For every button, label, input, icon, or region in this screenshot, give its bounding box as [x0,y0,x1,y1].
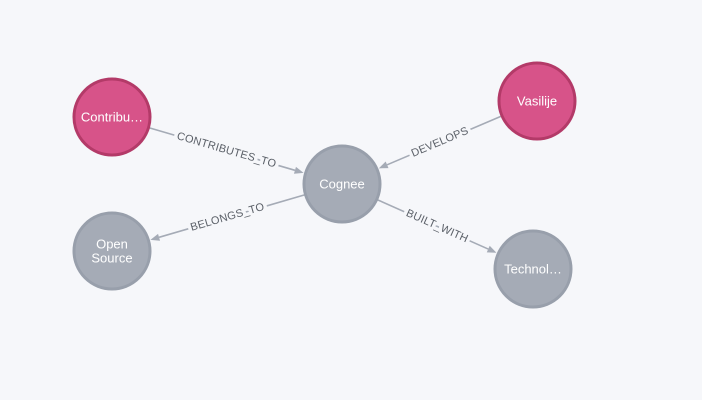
graph-node-contributors[interactable]: Contribu… [72,77,152,157]
edge-arrowhead-icon [150,233,161,241]
edge-line[interactable] [386,115,502,166]
graph-node-vasilije[interactable]: Vasilije [497,61,577,141]
node-circle-contributors[interactable] [72,77,152,157]
graph-node-technologies[interactable]: Technol… [493,229,573,309]
edge-line[interactable] [149,127,296,172]
edge-arrowhead-icon [293,166,304,174]
edge-line[interactable] [377,199,489,250]
edge-arrowhead-icon [486,245,497,253]
node-circle-cognee[interactable] [302,144,382,224]
node-circle-technologies[interactable] [493,229,573,309]
node-circle-vasilije[interactable] [497,61,577,141]
edge-line[interactable] [158,194,305,239]
graph-node-cognee[interactable]: Cognee [302,144,382,224]
edge-arrowhead-icon [378,161,389,169]
node-circle-open-source[interactable] [72,211,152,291]
